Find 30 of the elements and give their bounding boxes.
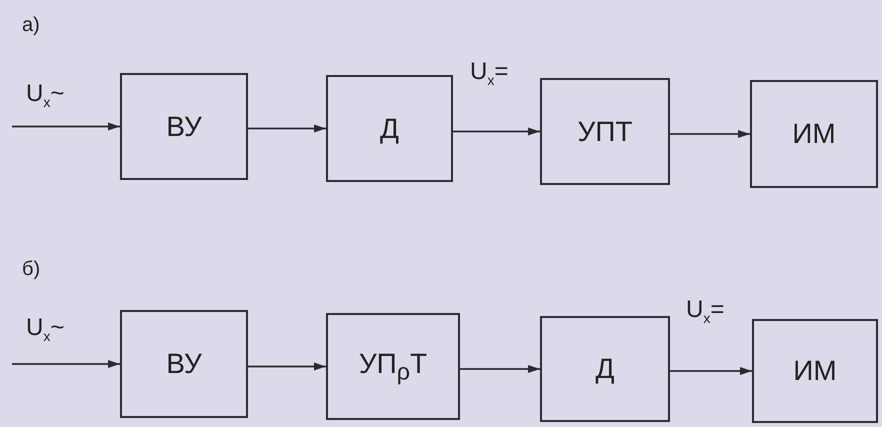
panel-label: а) (22, 14, 40, 37)
block-box (540, 78, 670, 185)
arrow (670, 367, 752, 375)
block-label: ИМ (792, 118, 836, 150)
panel-label: б) (22, 258, 40, 281)
block-label: УПТ (577, 116, 632, 148)
arrow (670, 130, 750, 138)
edge-label: U$_{x}$= (686, 298, 724, 325)
block-label: ВУ (166, 348, 202, 380)
block-box (326, 75, 453, 182)
block-label: ИМ (793, 355, 837, 387)
arrow (453, 128, 540, 136)
block-label: УП$_{ρ}$Т (358, 348, 428, 386)
arrow (12, 360, 120, 368)
block-box (326, 313, 460, 420)
edge-label: U$_{x}$~ (26, 82, 64, 109)
block-box (120, 73, 248, 180)
block-box (120, 310, 248, 418)
arrow (12, 122, 120, 130)
edge-label: U$_{x}$~ (26, 316, 64, 343)
arrow (460, 365, 540, 373)
block-box (752, 319, 878, 423)
block-label: Д (380, 112, 399, 144)
block-label: Д (596, 353, 614, 385)
edge-label: U$_{x}$= (470, 60, 508, 87)
arrow (248, 362, 326, 370)
block-box (750, 80, 878, 188)
arrow (248, 124, 326, 132)
block-box (540, 316, 670, 422)
block-label: ВУ (166, 110, 202, 142)
